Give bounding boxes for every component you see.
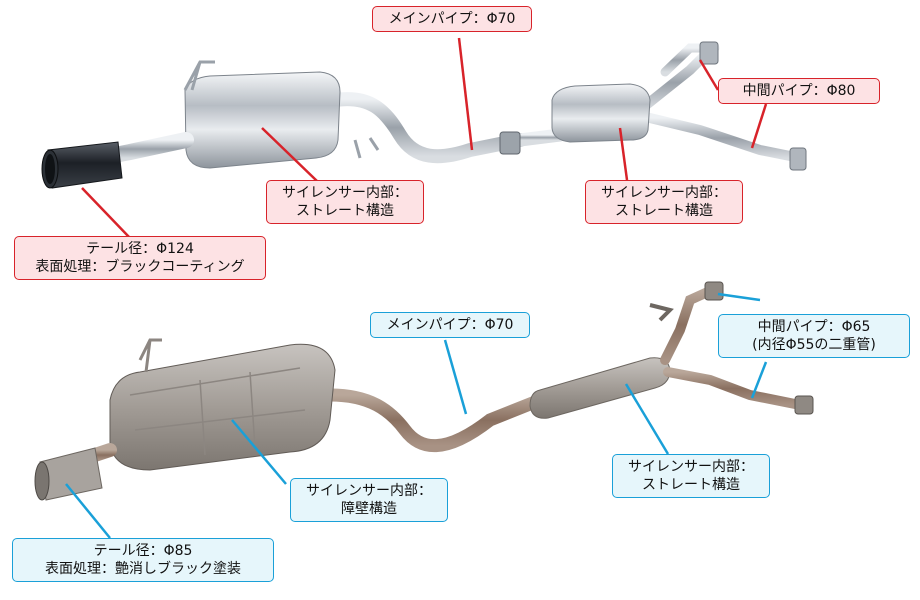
callout-line-2: 表面処理：ブラックコーティング — [35, 259, 245, 275]
callout-line-1: サイレンサー内部： — [628, 459, 754, 475]
callout-line-2: ストレート構造 — [615, 203, 713, 219]
callout-top-tail: テール径：Φ124 表面処理：ブラックコーティング — [14, 236, 266, 280]
aftermarket-exhaust — [41, 41, 807, 189]
callout-line-1: 中間パイプ：Φ65 — [757, 319, 871, 335]
leader-lines-bottom — [65, 292, 768, 539]
callout-text: メインパイプ：Φ70 — [386, 317, 514, 333]
callout-top-mid-pipe: 中間パイプ：Φ80 — [718, 78, 880, 104]
callout-bottom-main-pipe: メインパイプ：Φ70 — [370, 312, 530, 338]
callout-line-2: ストレート構造 — [642, 477, 740, 493]
leader-lines-top — [81, 37, 768, 239]
callout-line-2: 障壁構造 — [341, 501, 397, 517]
callout-text: メインパイプ：Φ70 — [388, 11, 516, 27]
callout-bottom-tail: テール径：Φ85 表面処理：艶消しブラック塗装 — [12, 538, 274, 582]
callout-line-2: (内径Φ55の二重管) — [752, 337, 876, 353]
callout-line-1: サイレンサー内部： — [601, 185, 727, 201]
callout-line-1: テール径：Φ85 — [93, 543, 193, 559]
callout-text: 中間パイプ：Φ80 — [742, 83, 856, 99]
callout-bottom-silencer-rear: サイレンサー内部： 障壁構造 — [290, 478, 448, 522]
callout-top-silencer-rear: サイレンサー内部： ストレート構造 — [266, 180, 424, 224]
callout-bottom-mid-pipe: 中間パイプ：Φ65 (内径Φ55の二重管) — [718, 314, 910, 358]
callout-top-silencer-front: サイレンサー内部： ストレート構造 — [585, 180, 743, 224]
callout-line-1: サイレンサー内部： — [282, 185, 408, 201]
callout-line-1: サイレンサー内部： — [306, 483, 432, 499]
callout-line-2: ストレート構造 — [296, 203, 394, 219]
callout-top-main-pipe: メインパイプ：Φ70 — [372, 6, 532, 32]
callout-line-2: 表面処理：艶消しブラック塗装 — [45, 561, 241, 577]
stock-exhaust — [34, 281, 814, 501]
callout-bottom-silencer-front: サイレンサー内部： ストレート構造 — [612, 454, 770, 498]
callout-line-1: テール径：Φ124 — [86, 241, 194, 257]
